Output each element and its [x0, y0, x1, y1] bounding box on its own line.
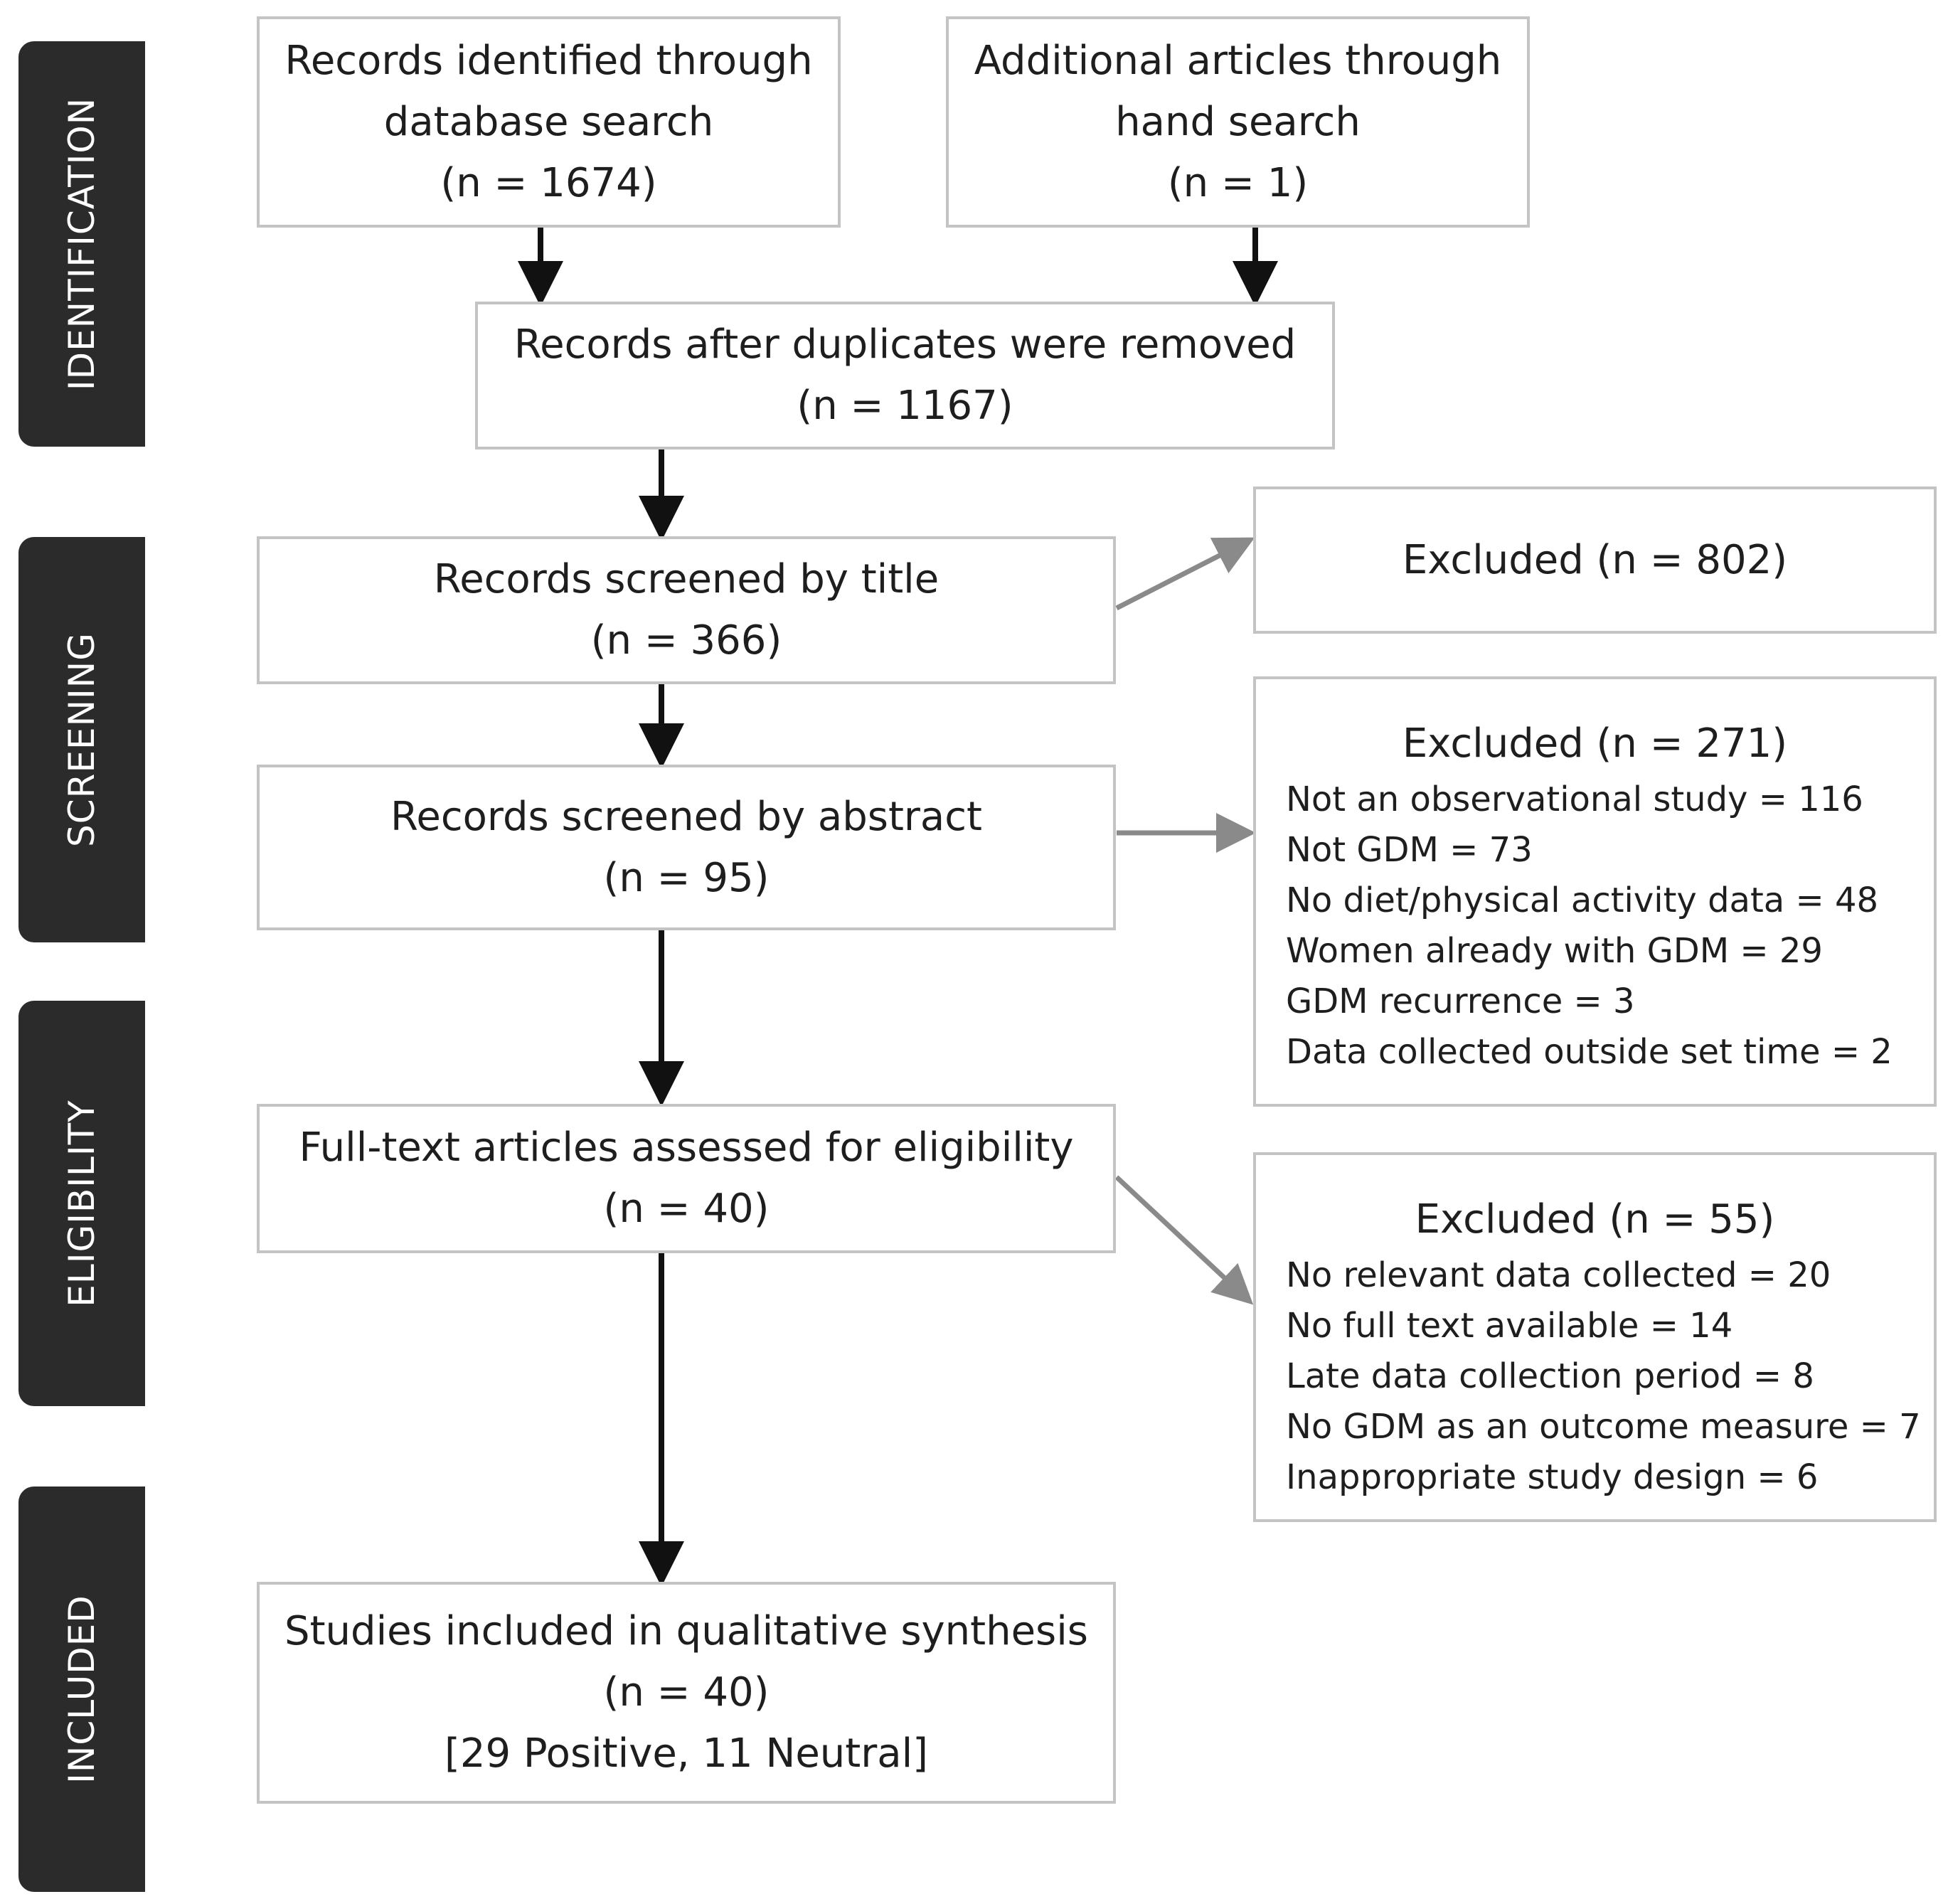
excluded-full-text-reason: No full text available = 14 — [1286, 1306, 1733, 1346]
box-excluded-full-text: Excluded (n = 55) No relevant data colle… — [1253, 1152, 1937, 1522]
included-line1: Studies included in qualitative synthesi… — [284, 1608, 1088, 1654]
box-duplicates-removed: Records after duplicates were removed (n… — [475, 302, 1335, 450]
stage-screening: SCREENING — [18, 537, 145, 942]
screened-title-line1: Records screened by title — [433, 556, 940, 602]
duplicates-removed-count: (n = 1167) — [797, 383, 1013, 429]
excluded-title-heading: Excluded (n = 802) — [1402, 536, 1788, 583]
hand-search-count: (n = 1) — [1167, 159, 1309, 206]
hand-search-line2: hand search — [1115, 98, 1361, 145]
box-database-search: Records identified through database sear… — [257, 16, 841, 228]
box-excluded-abstract: Excluded (n = 271) Not an observational … — [1253, 676, 1937, 1107]
stage-included: INCLUDED — [18, 1486, 145, 1892]
excluded-full-text-reason: No GDM as an outcome measure = 7 — [1286, 1407, 1921, 1447]
included-count: (n = 40) — [603, 1669, 770, 1716]
box-screened-abstract: Records screened by abstract (n = 95) — [257, 765, 1116, 930]
excluded-abstract-reason: Women already with GDM = 29 — [1286, 931, 1823, 971]
database-search-line1: Records identified through — [284, 37, 813, 84]
box-excluded-title: Excluded (n = 802) — [1253, 486, 1937, 634]
stage-identification: IDENTIFICATION — [18, 41, 145, 447]
box-hand-search: Additional articles through hand search … — [946, 16, 1530, 228]
excluded-abstract-heading: Excluded (n = 271) — [1402, 720, 1788, 767]
stage-eligibility: ELIGIBILITY — [18, 1001, 145, 1406]
screened-abstract-count: (n = 95) — [603, 854, 770, 901]
full-text-count: (n = 40) — [603, 1186, 770, 1232]
excluded-abstract-reason: Data collected outside set time = 2 — [1286, 1032, 1893, 1072]
excluded-full-text-heading: Excluded (n = 55) — [1415, 1196, 1775, 1243]
full-text-line1: Full-text articles assessed for eligibil… — [299, 1124, 1074, 1171]
excluded-full-text-reason: Late data collection period = 8 — [1286, 1356, 1814, 1396]
box-screened-title: Records screened by title (n = 366) — [257, 536, 1116, 684]
excluded-abstract-reasons: Not an observational study = 116 Not GDM… — [1256, 775, 1934, 1078]
excluded-full-text-reason: Inappropriate study design = 6 — [1286, 1457, 1819, 1497]
screened-title-count: (n = 366) — [590, 617, 782, 664]
screened-abstract-line1: Records screened by abstract — [390, 793, 982, 840]
database-search-line2: database search — [383, 98, 714, 145]
hand-search-line1: Additional articles through — [974, 37, 1502, 84]
duplicates-removed-line1: Records after duplicates were removed — [513, 321, 1297, 368]
box-included: Studies included in qualitative synthesi… — [257, 1582, 1116, 1804]
included-detail: [29 Positive, 11 Neutral] — [445, 1730, 928, 1777]
excluded-abstract-reason: GDM recurrence = 3 — [1286, 982, 1635, 1021]
excluded-full-text-reason: No relevant data collected = 20 — [1286, 1255, 1831, 1295]
excluded-abstract-reason: No diet/physical activity data = 48 — [1286, 881, 1879, 920]
arrow-fulltext-excluded — [1114, 1175, 1254, 1305]
excluded-full-text-reasons: No relevant data collected = 20 No full … — [1256, 1250, 1934, 1503]
box-full-text: Full-text articles assessed for eligibil… — [257, 1104, 1116, 1253]
arrow-title-excluded — [1115, 537, 1255, 611]
excluded-abstract-reason: Not an observational study = 116 — [1286, 780, 1863, 819]
database-search-count: (n = 1674) — [440, 159, 657, 206]
excluded-abstract-reason: Not GDM = 73 — [1286, 830, 1533, 870]
